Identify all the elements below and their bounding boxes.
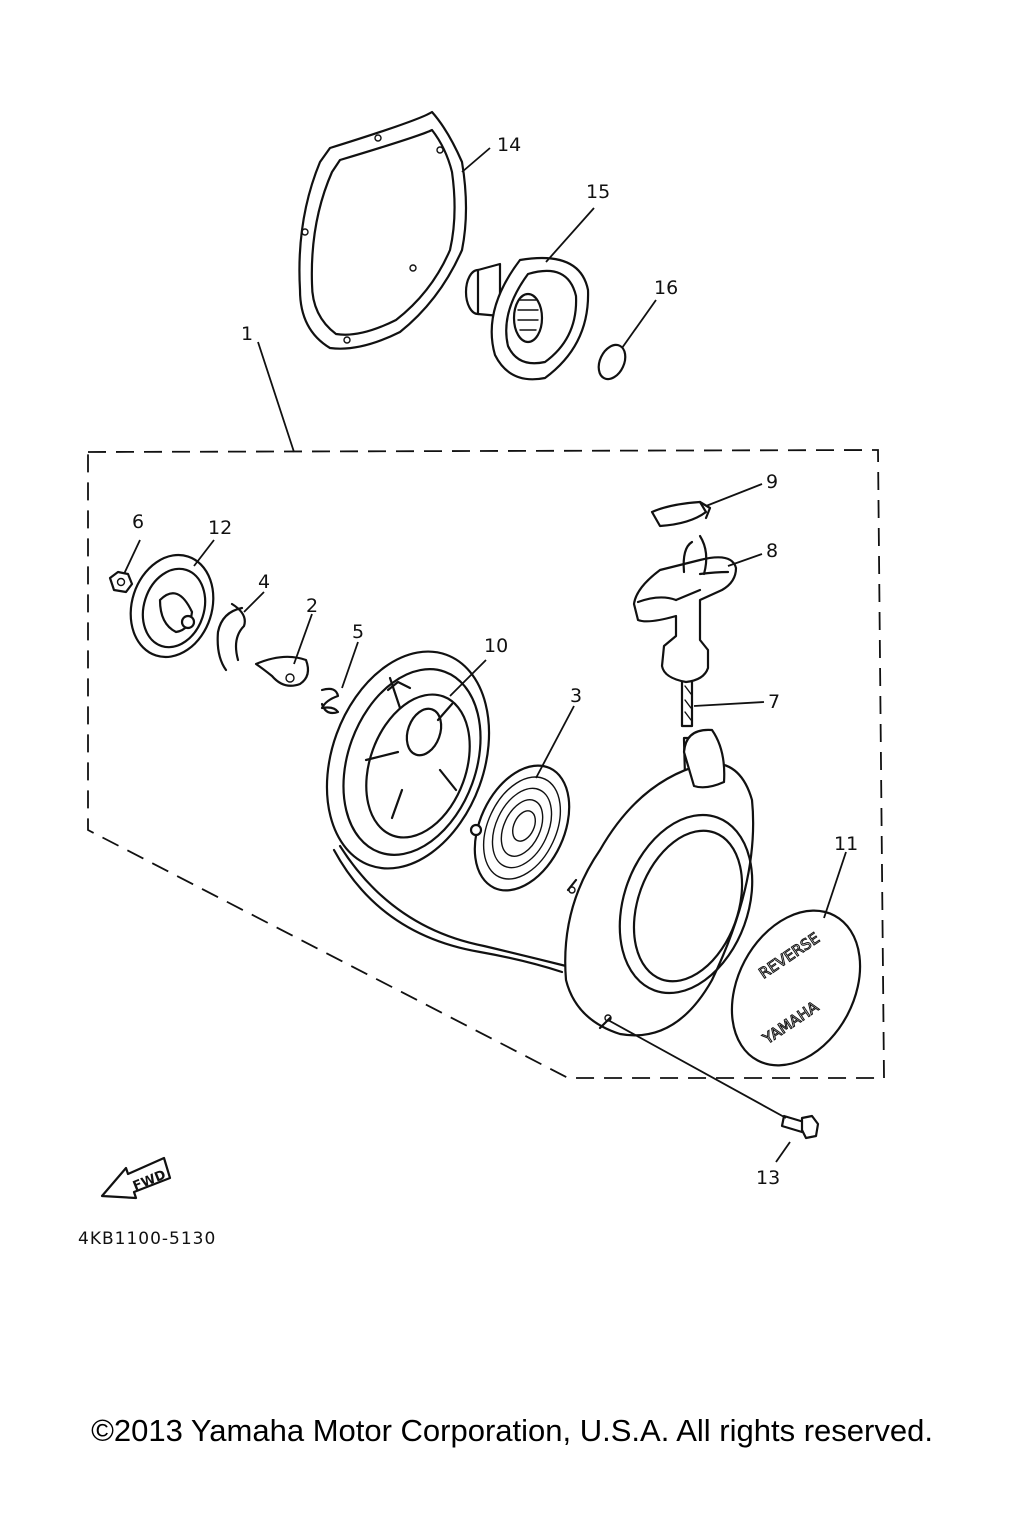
callout-12: 12 — [208, 517, 232, 539]
gasket-part-14 — [298, 110, 468, 350]
fwd-arrow: FWD — [100, 1156, 172, 1200]
cap-part-9 — [650, 500, 712, 528]
starter-case — [564, 728, 755, 1037]
callout-16: 16 — [654, 277, 678, 299]
callout-7: 7 — [768, 691, 780, 713]
callout-10: 10 — [484, 635, 508, 657]
callout-14: 14 — [497, 134, 521, 156]
callout-3: 3 — [570, 685, 582, 707]
callout-5: 5 — [352, 621, 364, 643]
handle-part-8 — [632, 534, 738, 684]
rope-reel-part-10 — [325, 650, 491, 870]
spring-clip-part-4 — [216, 602, 246, 672]
callout-2: 2 — [306, 595, 318, 617]
callout-6: 6 — [132, 511, 144, 533]
callout-9: 9 — [766, 471, 778, 493]
recoil-spring-part-3 — [469, 764, 571, 892]
emblem-part-11: REVERSE YAMAHA — [730, 909, 862, 1067]
callout-13: 13 — [756, 1167, 780, 1189]
copyright-notice: ©2013 Yamaha Motor Corporation, U.S.A. A… — [91, 1413, 933, 1448]
bolt-part-13 — [780, 1114, 820, 1140]
friction-plate-part-12 — [129, 553, 215, 659]
callout-11: 11 — [834, 833, 858, 855]
pawl-spring-part-5 — [320, 687, 340, 715]
pawl-part-2 — [254, 655, 310, 687]
starter-rope — [332, 844, 568, 974]
drive-pulley-part-15 — [464, 256, 590, 381]
callout-15: 15 — [586, 181, 610, 203]
leader-lines — [123, 147, 847, 1163]
nut-part-6 — [108, 570, 134, 594]
diagram-code: 4KB1100-5130 — [78, 1229, 216, 1249]
callout-4: 4 — [258, 571, 270, 593]
callout-1: 1 — [241, 323, 253, 345]
o-ring-part-16 — [597, 343, 627, 381]
assembly-boundary-part-1 — [87, 449, 885, 1079]
callout-labels: 14 15 16 1 6 12 4 2 5 10 3 9 8 7 11 13 — [132, 134, 858, 1189]
callout-8: 8 — [766, 540, 778, 562]
